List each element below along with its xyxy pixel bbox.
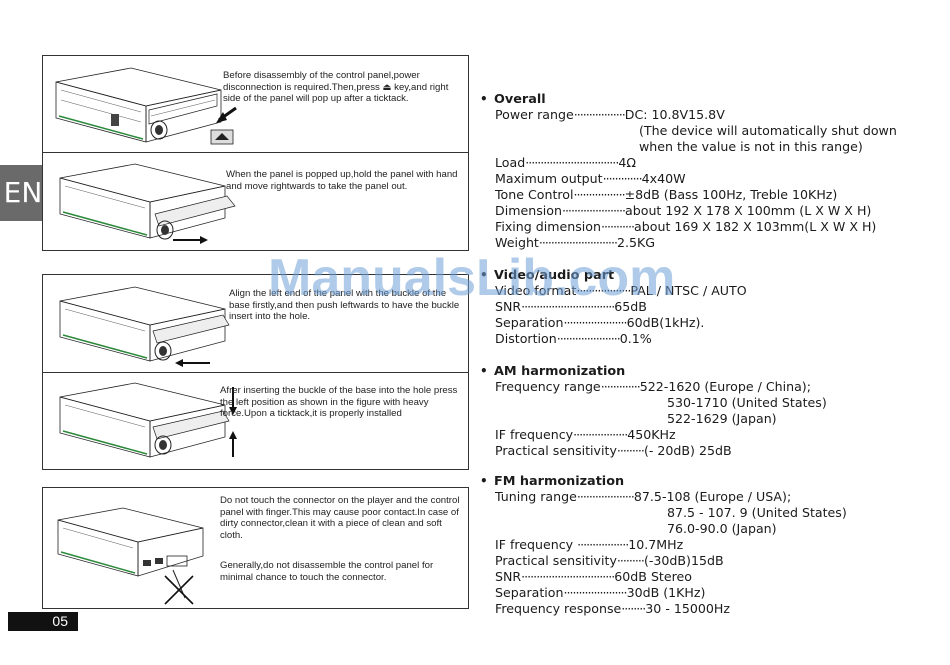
section-title: •Video/audio part xyxy=(480,268,615,283)
spec-row: Tone Control·················±8dB (Bass … xyxy=(495,187,838,202)
device-illustration-4 xyxy=(59,382,237,458)
section-fm: •FM harmonization Tuning range··········… xyxy=(480,473,847,617)
spec-note: 87.5 - 107. 9 (United States) xyxy=(667,505,847,520)
page-number-tab: 05 xyxy=(8,612,78,631)
spec-row: Load·······························4Ω xyxy=(495,155,636,170)
spec-row: Fixing dimension···········about 169 X 1… xyxy=(495,219,877,234)
spec-row: Weight··························2.5KG xyxy=(495,235,656,250)
spec-row: Practical sensitivity·········(- 20dB) 2… xyxy=(495,443,732,458)
device-illustration-3 xyxy=(59,286,230,367)
spec-row: Power range·················DC: 10.8V15.… xyxy=(495,107,725,122)
spec-note: (The device will automatically shut down xyxy=(639,123,897,138)
spec-note: when the value is not in this range) xyxy=(639,139,863,154)
section-title: •Overall xyxy=(480,92,546,107)
spec-row: IF frequency··················450KHz xyxy=(495,427,676,442)
step4-text: Afrer inserting the buckle of the base i… xyxy=(220,385,458,420)
language-tab: EN xyxy=(0,165,46,221)
step3-text: Align the left end of the panel with the… xyxy=(229,288,460,323)
spec-row: Frequency response········30 - 15000Hz xyxy=(495,601,731,616)
device-illustration-1 xyxy=(55,67,237,145)
spec-row: SNR·······························60dB S… xyxy=(495,569,692,584)
step5a-text: Do not touch the connector on the player… xyxy=(220,495,460,541)
section-video-audio: •Video/audio part Video format··········… xyxy=(480,267,747,347)
spec-note: 76.0-90.0 (Japan) xyxy=(667,521,777,536)
instruction-box-install: Align the left end of the panel with the… xyxy=(42,274,469,470)
spec-row: IF frequency ·················10.7MHz xyxy=(495,537,684,552)
spec-row: Dimension·····················about 192 … xyxy=(495,203,872,218)
watermark: ManualsLib.com xyxy=(268,249,676,307)
spec-row: Practical sensitivity·········(-30dB)15d… xyxy=(495,553,724,568)
instruction-box-connector: Do not touch the connector on the player… xyxy=(42,487,469,609)
step1-text: Before disassembly of the control panel,… xyxy=(223,70,449,105)
spec-note: 530-1710 (United States) xyxy=(667,395,827,410)
connector-illustration xyxy=(57,507,204,605)
spec-row: Video format··················PAL / NTSC… xyxy=(495,283,747,298)
spec-row: Separation·····················60dB(1kHz… xyxy=(495,315,705,330)
divider xyxy=(43,152,468,153)
step5b-text: Generally,do not disassemble the control… xyxy=(220,560,434,583)
spec-row: Tuning range···················87.5-108 … xyxy=(495,489,792,504)
spec-row: SNR·······························65dB xyxy=(495,299,647,314)
spec-row: Maximum output·············4x40W xyxy=(495,171,686,186)
section-am: •AM harmonization Frequency range·······… xyxy=(480,363,827,459)
spec-row: Frequency range·············522-1620 (Eu… xyxy=(495,379,811,394)
spec-row: Distortion·····················0.1% xyxy=(495,331,652,346)
spec-note: 522-1629 (Japan) xyxy=(667,411,777,426)
spec-row: Separation·····················30dB (1KH… xyxy=(495,585,706,600)
section-title: •AM harmonization xyxy=(480,364,626,379)
instruction-box-removal: Before disassembly of the control panel,… xyxy=(42,55,469,251)
divider xyxy=(43,372,468,373)
page-number: 05 xyxy=(52,613,68,629)
step2-text: When the panel is popped up,hold the pan… xyxy=(226,169,458,192)
device-illustration-2 xyxy=(59,163,236,244)
section-title: •FM harmonization xyxy=(480,474,625,489)
section-overall: •Overall Power range·················DC:… xyxy=(480,91,897,251)
